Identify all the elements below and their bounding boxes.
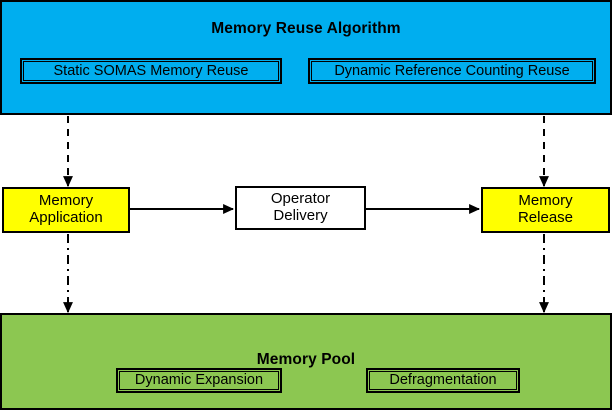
node-operator-delivery-line2: Delivery [273, 207, 328, 224]
algorithm-panel-title: Memory Reuse Algorithm [211, 20, 401, 37]
dynamic-expansion-box[interactable]: Dynamic Expansion [116, 368, 282, 393]
memory-pool-panel: Memory Pool [0, 313, 612, 410]
node-operator-delivery-line1: Operator [270, 190, 331, 208]
memory-pool-title: Memory Pool [256, 351, 356, 368]
defragmentation-box[interactable]: Defragmentation [366, 368, 520, 393]
memory-reuse-algorithm-panel: Memory Reuse Algorithm [0, 0, 612, 115]
node-memory-release[interactable]: Memory Release [481, 187, 610, 233]
node-memory-application-line1: Memory [38, 192, 94, 210]
node-memory-application-line2: Application [29, 209, 103, 226]
static-somas-memory-reuse-box[interactable]: Static SOMAS Memory Reuse [20, 58, 282, 84]
node-memory-application[interactable]: Memory Application [2, 187, 130, 233]
dynamic-reference-counting-reuse-box[interactable]: Dynamic Reference Counting Reuse [308, 58, 596, 84]
node-operator-delivery[interactable]: Operator Delivery [235, 186, 366, 230]
node-memory-release-line1: Memory [518, 192, 573, 210]
node-memory-release-line2: Release [517, 209, 574, 226]
